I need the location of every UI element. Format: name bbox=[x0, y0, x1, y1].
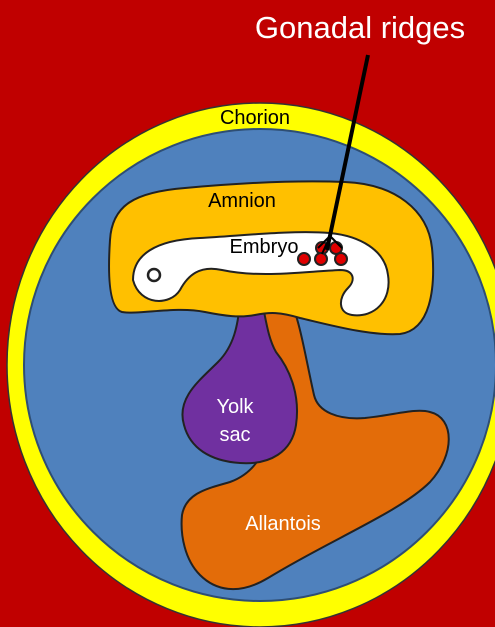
title-label: Gonadal ridges bbox=[255, 10, 465, 45]
pointer-fan-mid bbox=[321, 235, 331, 255]
gonadal-ridge-dot bbox=[314, 252, 328, 266]
amnion-label: Amnion bbox=[208, 190, 276, 212]
chorion-label: Chorion bbox=[220, 107, 290, 129]
yolk-sac bbox=[181, 301, 298, 465]
yolk-sac-label-line2: sac bbox=[219, 424, 250, 446]
gonadal-ridge-dot bbox=[297, 252, 311, 266]
pointer-fan-right bbox=[329, 235, 343, 249]
pointer-line bbox=[325, 54, 370, 251]
pointer-fan-left bbox=[317, 235, 331, 249]
yolk-sac-label-line1: Yolk bbox=[216, 396, 254, 418]
gonadal-ridge-dot bbox=[334, 252, 348, 266]
embryo-label: Embryo bbox=[230, 236, 299, 258]
embryo-small-circle bbox=[146, 267, 162, 283]
allantois-label: Allantois bbox=[245, 513, 321, 535]
